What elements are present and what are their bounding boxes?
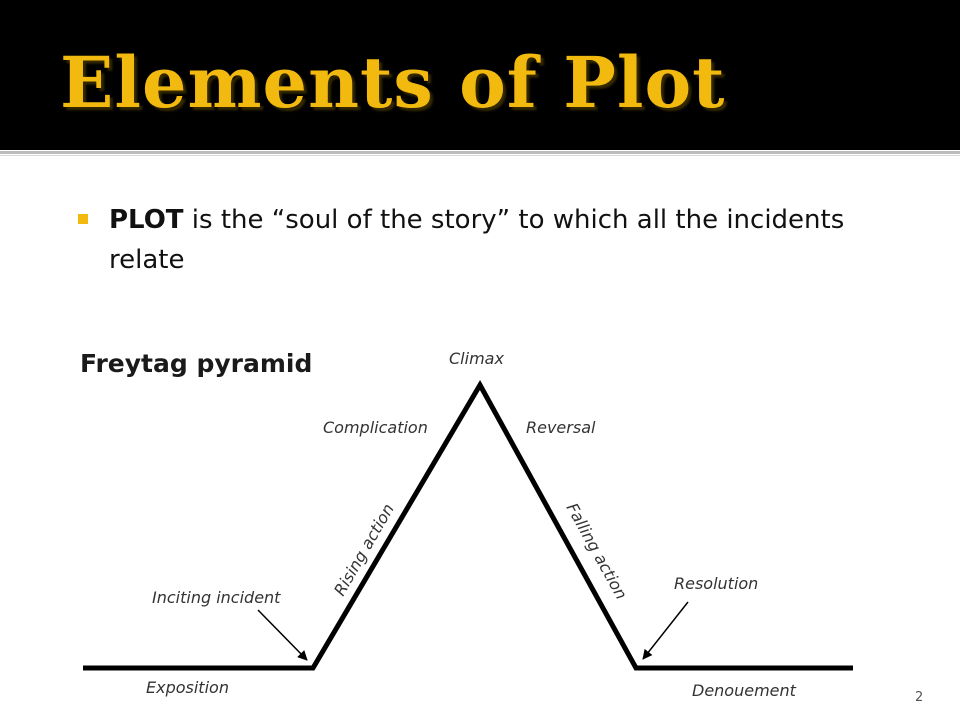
plot-line xyxy=(83,379,853,671)
bullet-text: PLOT is the “soul of the story” to which… xyxy=(109,200,898,280)
label-exposition: Exposition xyxy=(146,678,229,697)
bullet-term: PLOT xyxy=(109,205,184,235)
diagram-heading: Freytag pyramid xyxy=(80,349,312,378)
title-divider xyxy=(0,151,960,154)
bullet-body: is the “soul of the story” to which all … xyxy=(109,205,845,275)
label-inciting-incident: Inciting incident xyxy=(152,588,281,607)
label-climax: Climax xyxy=(449,349,504,368)
square-bullet-icon xyxy=(78,214,88,224)
resolution-arrow xyxy=(642,601,689,660)
label-resolution: Resolution xyxy=(674,574,758,593)
slide-title: Elements of Plot xyxy=(60,41,726,124)
title-divider-thin xyxy=(0,155,960,156)
label-denouement: Denouement xyxy=(692,681,797,700)
bullet-item: PLOT is the “soul of the story” to which… xyxy=(78,200,898,280)
label-complication: Complication xyxy=(323,418,428,437)
inciting-incident-arrow xyxy=(257,609,308,661)
label-reversal: Reversal xyxy=(526,418,596,437)
page-number: 2 xyxy=(915,690,924,705)
title-bar: Elements of Plot xyxy=(0,0,960,150)
